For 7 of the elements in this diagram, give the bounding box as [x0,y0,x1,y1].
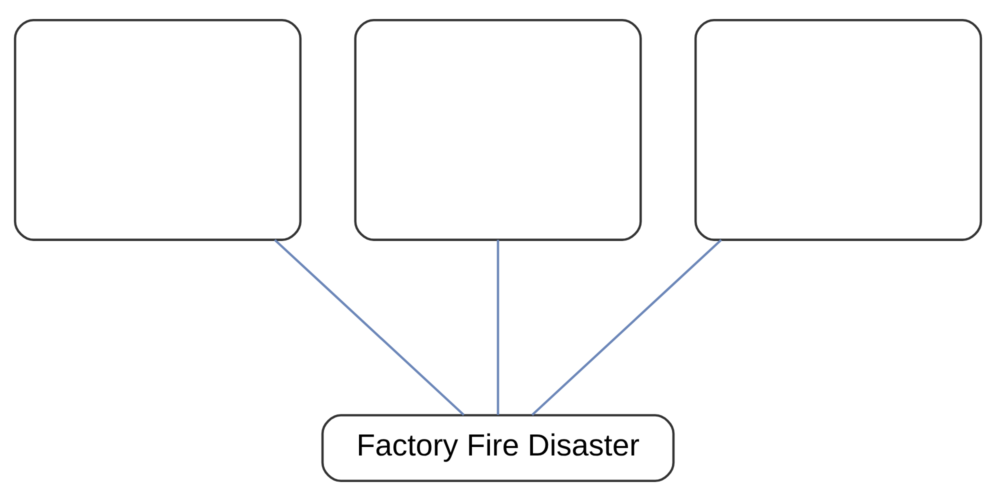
node-box [694,18,982,240]
connector [531,238,722,416]
connector [274,238,465,416]
connector [496,239,500,414]
node-box: Factory Fire Disaster [321,414,675,482]
node-box [14,18,302,240]
node-box [354,18,642,240]
